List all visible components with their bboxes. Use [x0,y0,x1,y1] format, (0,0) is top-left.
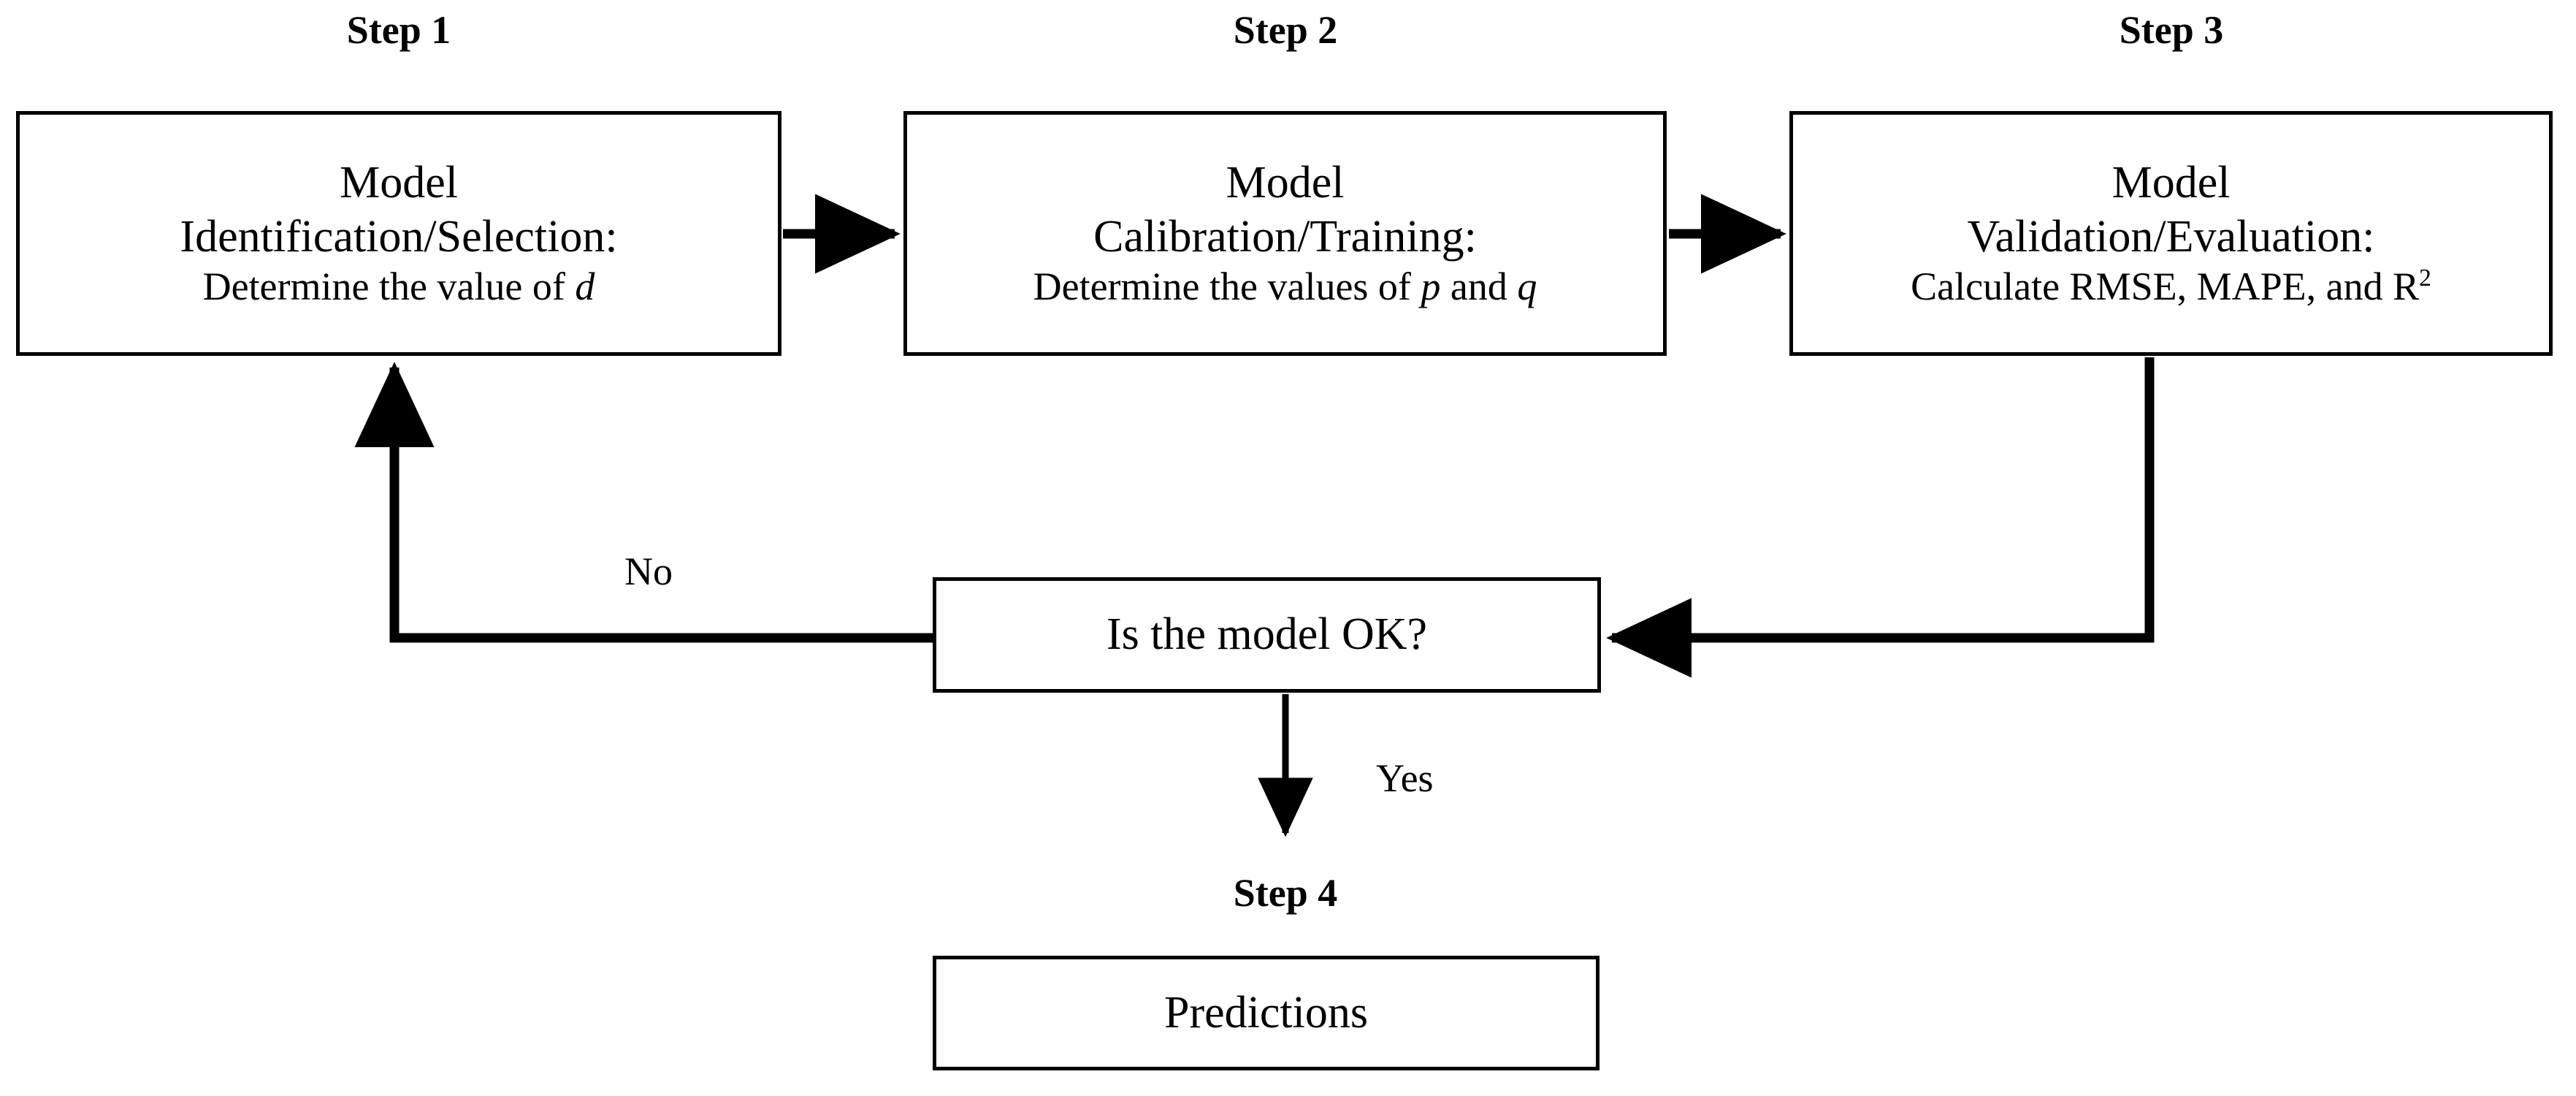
step-1-caption: Step 1 [346,8,451,52]
node-step1-line-1: Model [340,158,458,208]
node-step1-line-2: Identification/Selection: [180,211,618,262]
node-decision-is-model-ok[interactable]: Is the model OK? [933,577,1601,693]
edge-decision-no-to-step1 [354,362,933,643]
node-step2-line-3-conjunction: and [1440,264,1518,308]
node-step2-line-2: Calibration/Training: [1093,211,1477,262]
node-step2-param-p: p [1421,264,1441,308]
node-predictions[interactable]: Predictions [933,956,1600,1070]
node-step3-line-2: Validation/Evaluation: [1967,211,2375,262]
edge-label-yes: Yes [1376,756,1434,800]
edge-label-no: No [624,549,673,593]
node-step2-param-q: q [1517,264,1537,308]
node-step1-line-3-text: Determine the value of [202,264,576,308]
node-step2-line-1: Model [1226,158,1345,208]
node-step3-line-3-text: Calculate RMSE, MAPE, and R [1911,264,2420,308]
step-3-caption: Step 3 [2119,8,2224,52]
node-step3-line-1: Model [2111,158,2231,208]
node-step1-line-3: Determine the value of d [203,264,595,311]
node-step2-line-3-text: Determine the values of [1033,264,1421,308]
node-step3-line-3: Calculate RMSE, MAPE, and R2 [1911,264,2431,311]
node-step3-r-squared-exponent: 2 [2419,264,2431,292]
node-decision-label: Is the model OK? [1106,609,1428,660]
node-step1-param-d: d [575,264,595,308]
node-predictions-label: Predictions [1164,987,1368,1038]
node-model-identification[interactable]: Model Identification/Selection: Determin… [16,111,781,356]
node-step2-line-3: Determine the values of p and q [1033,264,1537,311]
step-4-caption: Step 4 [1233,871,1338,915]
step-2-caption: Step 2 [1233,8,1338,52]
node-model-calibration[interactable]: Model Calibration/Training: Determine th… [903,111,1667,356]
node-model-validation[interactable]: Model Validation/Evaluation: Calculate R… [1789,111,2553,356]
edge-step3-to-decision [1606,357,2155,678]
